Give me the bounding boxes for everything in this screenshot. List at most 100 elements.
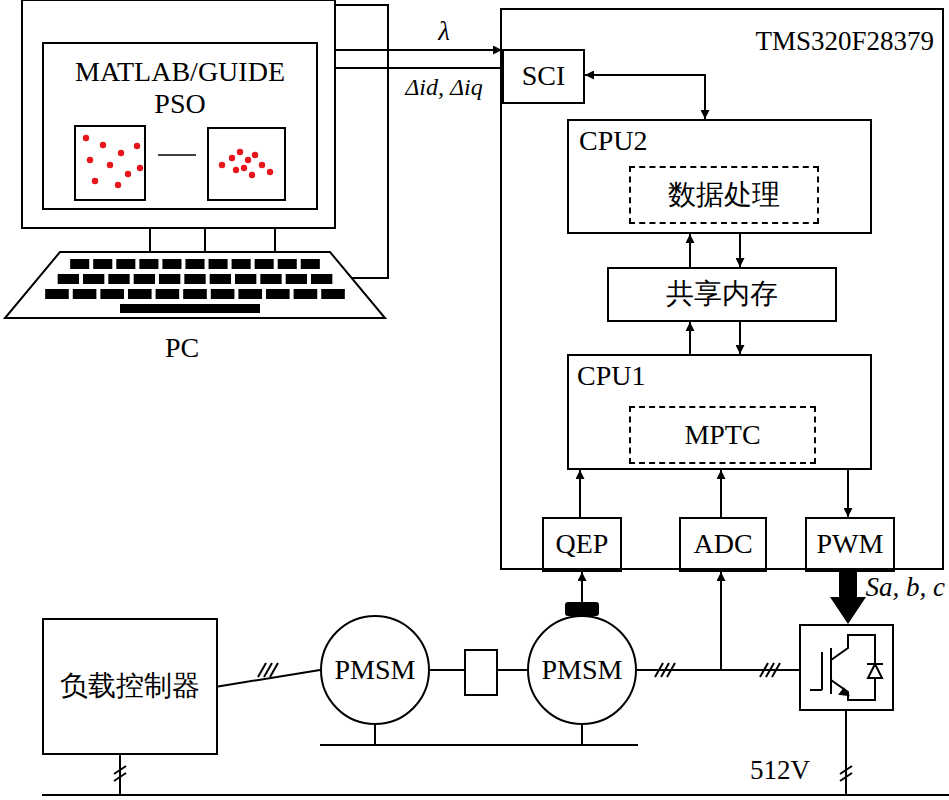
keyboard-key bbox=[286, 274, 307, 284]
keyboard bbox=[45, 259, 345, 313]
keyboard bbox=[5, 252, 385, 318]
keyboard-key bbox=[73, 289, 97, 299]
phase-wires bbox=[270, 663, 278, 677]
keyboard-key bbox=[210, 274, 231, 284]
particle-dot bbox=[229, 155, 235, 161]
keyboard-key bbox=[235, 274, 256, 284]
peripheral-module: PWM bbox=[805, 517, 895, 572]
swarm-plot bbox=[75, 126, 285, 200]
swarm-plot bbox=[158, 154, 196, 156]
motor-base bbox=[320, 744, 638, 746]
phase-wires bbox=[264, 663, 272, 677]
particle-dot bbox=[259, 162, 265, 168]
load-controller: 负载控制器 bbox=[42, 618, 218, 755]
particle-dot bbox=[83, 135, 89, 141]
inverter-symbol bbox=[800, 625, 893, 710]
keyboard-key bbox=[255, 259, 274, 269]
connector-arrow bbox=[739, 234, 741, 267]
keyboard-key bbox=[260, 274, 281, 284]
node-label: CPU2 bbox=[579, 125, 647, 157]
connector-arrow bbox=[739, 322, 741, 354]
device-label: PC bbox=[165, 332, 199, 364]
keyboard bbox=[5, 252, 385, 318]
keyboard-key bbox=[93, 259, 112, 269]
signal-label: Sa, b, c bbox=[866, 572, 945, 603]
phase-wires bbox=[667, 663, 675, 677]
phase-wires bbox=[655, 663, 663, 677]
particle-dot bbox=[137, 165, 143, 171]
node-label: 负载控制器 bbox=[60, 670, 200, 702]
keyboard-key bbox=[232, 259, 251, 269]
particle-dot bbox=[241, 165, 247, 171]
node-label: TMS320F28379 bbox=[755, 26, 934, 57]
monitor-frame bbox=[149, 228, 151, 252]
sci-module: SCI bbox=[502, 49, 585, 104]
connector-arrow bbox=[720, 470, 722, 517]
keyboard-key bbox=[156, 289, 180, 299]
particle-dot bbox=[219, 162, 225, 168]
keyboard-key bbox=[278, 259, 297, 269]
keyboard-key bbox=[100, 289, 124, 299]
keyboard-key bbox=[266, 289, 290, 299]
dc-bus bbox=[840, 766, 852, 774]
inverter-symbol bbox=[868, 664, 882, 678]
motor-base bbox=[581, 725, 583, 745]
node-label: SCI bbox=[522, 60, 566, 92]
particle-dot bbox=[237, 149, 243, 155]
inverter-symbol bbox=[867, 663, 883, 665]
dc-bus bbox=[840, 773, 852, 781]
motor-circle: PMSM bbox=[527, 615, 637, 725]
keyboard-key bbox=[294, 289, 318, 299]
dc-bus bbox=[119, 755, 121, 795]
connector-arrow bbox=[318, 67, 502, 69]
connector-arrow bbox=[581, 572, 583, 603]
keyboard-key bbox=[185, 259, 204, 269]
swarm-plot bbox=[83, 135, 273, 188]
particle-dot bbox=[252, 152, 258, 158]
motor-base bbox=[374, 725, 376, 745]
swarm-plot bbox=[208, 128, 285, 200]
particle-dot bbox=[100, 142, 106, 148]
phase-wires bbox=[637, 669, 800, 671]
connector-arrow bbox=[637, 572, 721, 670]
motor-base bbox=[320, 725, 638, 745]
phase-wires bbox=[772, 663, 780, 677]
dc-bus bbox=[114, 773, 126, 781]
particle-dot bbox=[267, 169, 273, 175]
inverter-symbol bbox=[800, 625, 893, 710]
particle-dot bbox=[92, 178, 98, 184]
dc-bus bbox=[42, 794, 949, 796]
keyboard-key bbox=[159, 274, 180, 284]
particle-dot bbox=[233, 167, 239, 173]
swarm-plot bbox=[75, 126, 145, 200]
connector-arrow bbox=[689, 322, 691, 354]
node-label: PMSM bbox=[335, 654, 416, 686]
keyboard-key bbox=[70, 259, 89, 269]
keyboard-key bbox=[128, 289, 152, 299]
connector-arrow bbox=[847, 470, 849, 517]
keyboard-key bbox=[209, 259, 228, 269]
keyboard-key bbox=[108, 274, 129, 284]
particle-dot bbox=[107, 162, 113, 168]
particle-dot bbox=[245, 157, 251, 163]
dc-bus bbox=[114, 766, 126, 774]
dc-bus bbox=[42, 710, 949, 795]
monitor-frame bbox=[22, 0, 335, 228]
inverter-symbol bbox=[831, 635, 875, 700]
keyboard-key bbox=[321, 289, 345, 299]
phase-wires bbox=[760, 663, 768, 677]
connector-arrow bbox=[318, 49, 502, 51]
connector-arrow bbox=[585, 75, 705, 119]
monitor-frame bbox=[278, 5, 388, 278]
shared-memory: 共享内存 bbox=[607, 267, 837, 322]
phase-wires bbox=[766, 663, 774, 677]
coupling bbox=[465, 650, 497, 695]
inverter-symbol bbox=[840, 689, 848, 695]
encoder bbox=[566, 603, 598, 615]
node-label: PMSM bbox=[542, 654, 623, 686]
keyboard-key bbox=[139, 259, 158, 269]
monitor-frame bbox=[274, 228, 276, 252]
gate-signal-arrow bbox=[830, 597, 866, 624]
peripheral-module: ADC bbox=[679, 517, 767, 572]
node-label: ADC bbox=[693, 528, 752, 560]
